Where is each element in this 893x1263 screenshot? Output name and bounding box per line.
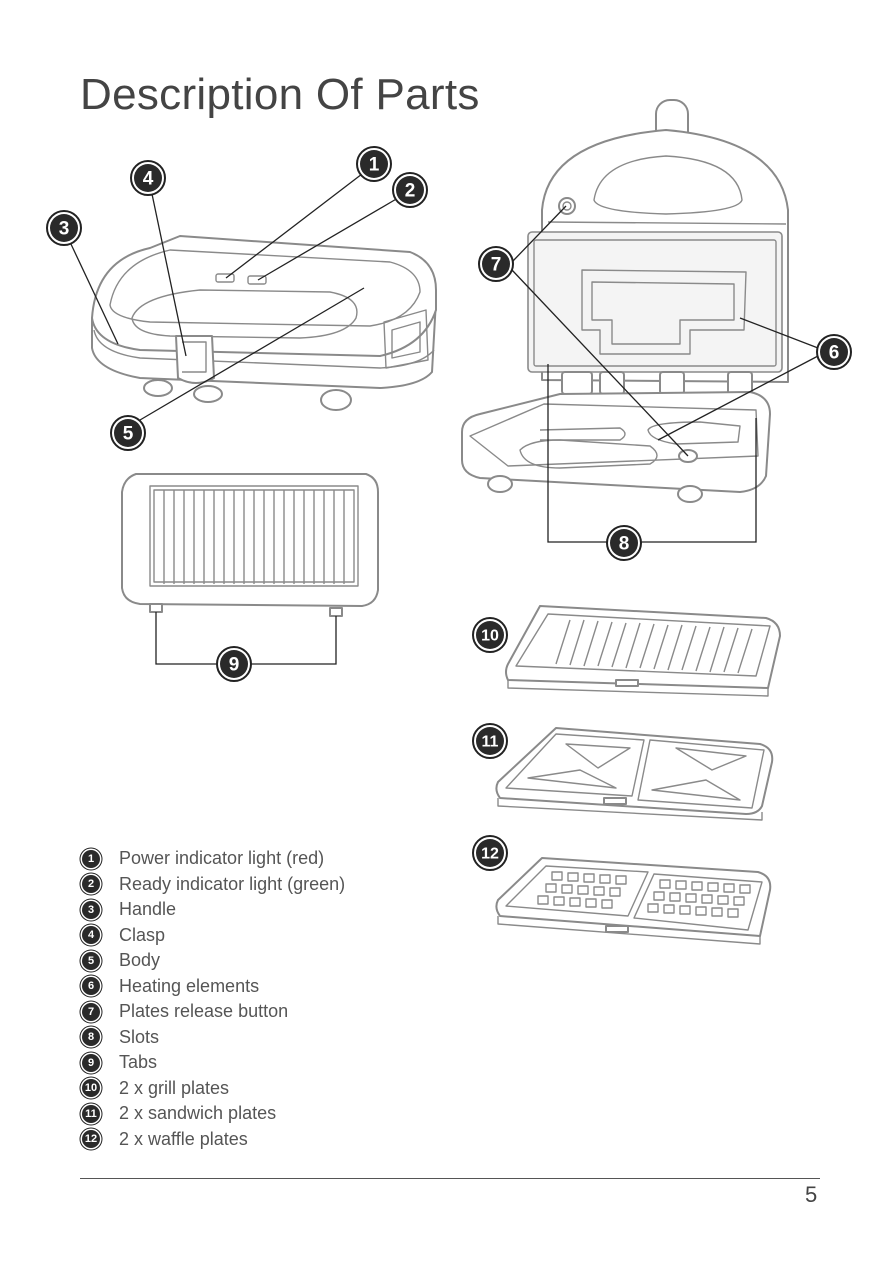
callout-8: 8 <box>606 525 642 561</box>
svg-text:9: 9 <box>229 655 240 676</box>
svg-text:4: 4 <box>143 169 154 190</box>
legend-item: 9 Tabs <box>82 1050 345 1076</box>
page-number: 5 <box>805 1182 818 1207</box>
legend-number-badge: 5 <box>82 951 100 970</box>
legend-label: Ready indicator light (green) <box>119 873 346 894</box>
legend-label: Body <box>119 950 161 971</box>
svg-text:2: 2 <box>405 181 416 202</box>
legend-number-badge: 8 <box>82 1028 100 1047</box>
legend-item: 2 Ready indicator light (green) <box>82 872 345 898</box>
callout-2: 2 <box>392 172 428 208</box>
legend-item: 10 2 x grill plates <box>82 1076 345 1102</box>
leader-lines <box>69 173 819 665</box>
legend-label: 2 x sandwich plates <box>119 1103 277 1124</box>
legend-number-badge: 11 <box>82 1104 100 1123</box>
legend-label: 2 x waffle plates <box>119 1128 248 1149</box>
legend-label: 2 x grill plates <box>119 1077 230 1098</box>
legend-label: Clasp <box>119 924 166 945</box>
legend-item: 8 Slots <box>82 1025 345 1051</box>
legend-number-badge: 1 <box>82 849 100 868</box>
parts-legend: 1 Power indicator light (red) 2 Ready indi… <box>82 846 345 1152</box>
legend-number-badge: 2 <box>82 875 100 894</box>
legend-label: Slots <box>119 1026 160 1047</box>
svg-text:11: 11 <box>482 734 499 751</box>
legend-item: 1 Power indicator light (red) <box>82 846 345 872</box>
callout-5: 5 <box>110 415 146 451</box>
svg-text:8: 8 <box>619 534 630 555</box>
legend-item: 12 2 x waffle plates <box>82 1127 345 1153</box>
svg-text:6: 6 <box>829 343 840 364</box>
footer-divider <box>80 1178 820 1179</box>
legend-item: 6 Heating elements <box>82 974 345 1000</box>
legend-label: Plates release button <box>119 1001 289 1022</box>
svg-text:10: 10 <box>481 628 499 645</box>
legend-item: 4 Clasp <box>82 923 345 949</box>
waffle-plate-illustration <box>495 857 772 945</box>
callout-3: 3 <box>46 210 82 246</box>
callout-12: 12 <box>472 835 508 871</box>
svg-text:12: 12 <box>481 846 499 863</box>
callout-11: 11 <box>472 723 508 759</box>
legend-number-badge: 6 <box>82 977 100 996</box>
legend-item: 7 Plates release button <box>82 999 345 1025</box>
legend-label: Power indicator light (red) <box>119 848 325 869</box>
svg-text:3: 3 <box>59 219 70 240</box>
legend-number-badge: 10 <box>82 1079 100 1098</box>
page-title: Description Of Parts <box>80 70 480 119</box>
waffle-grid-left <box>537 871 627 909</box>
legend-number-badge: 3 <box>82 900 100 919</box>
sandwich-plate-illustration <box>495 727 774 821</box>
legend-item: 3 Handle <box>82 897 345 923</box>
legend-item: 5 Body <box>82 948 345 974</box>
legend-number-badge: 7 <box>82 1002 100 1021</box>
closed-appliance-illustration <box>91 235 437 411</box>
legend-number-badge: 12 <box>82 1130 100 1149</box>
callout-1: 1 <box>356 146 392 182</box>
callout-9: 9 <box>216 646 252 682</box>
legend-number-badge: 9 <box>82 1053 100 1072</box>
svg-text:7: 7 <box>491 255 502 276</box>
open-appliance-illustration <box>461 99 789 503</box>
callout-6: 6 <box>816 334 852 370</box>
legend-label: Handle <box>119 899 177 920</box>
grill-plate-illustration <box>505 605 781 697</box>
legend-number-badge: 4 <box>82 926 100 945</box>
grill-plate-bottom-illustration <box>121 473 379 617</box>
svg-text:1: 1 <box>369 155 380 176</box>
legend-label: Tabs <box>119 1052 158 1073</box>
legend-label: Heating elements <box>119 975 260 996</box>
svg-text:5: 5 <box>123 424 134 445</box>
legend-item: 11 2 x sandwich plates <box>82 1101 345 1127</box>
callout-4: 4 <box>130 160 166 196</box>
callout-7: 7 <box>478 246 514 282</box>
waffle-grid-right <box>647 879 751 918</box>
callout-10: 10 <box>472 617 508 653</box>
